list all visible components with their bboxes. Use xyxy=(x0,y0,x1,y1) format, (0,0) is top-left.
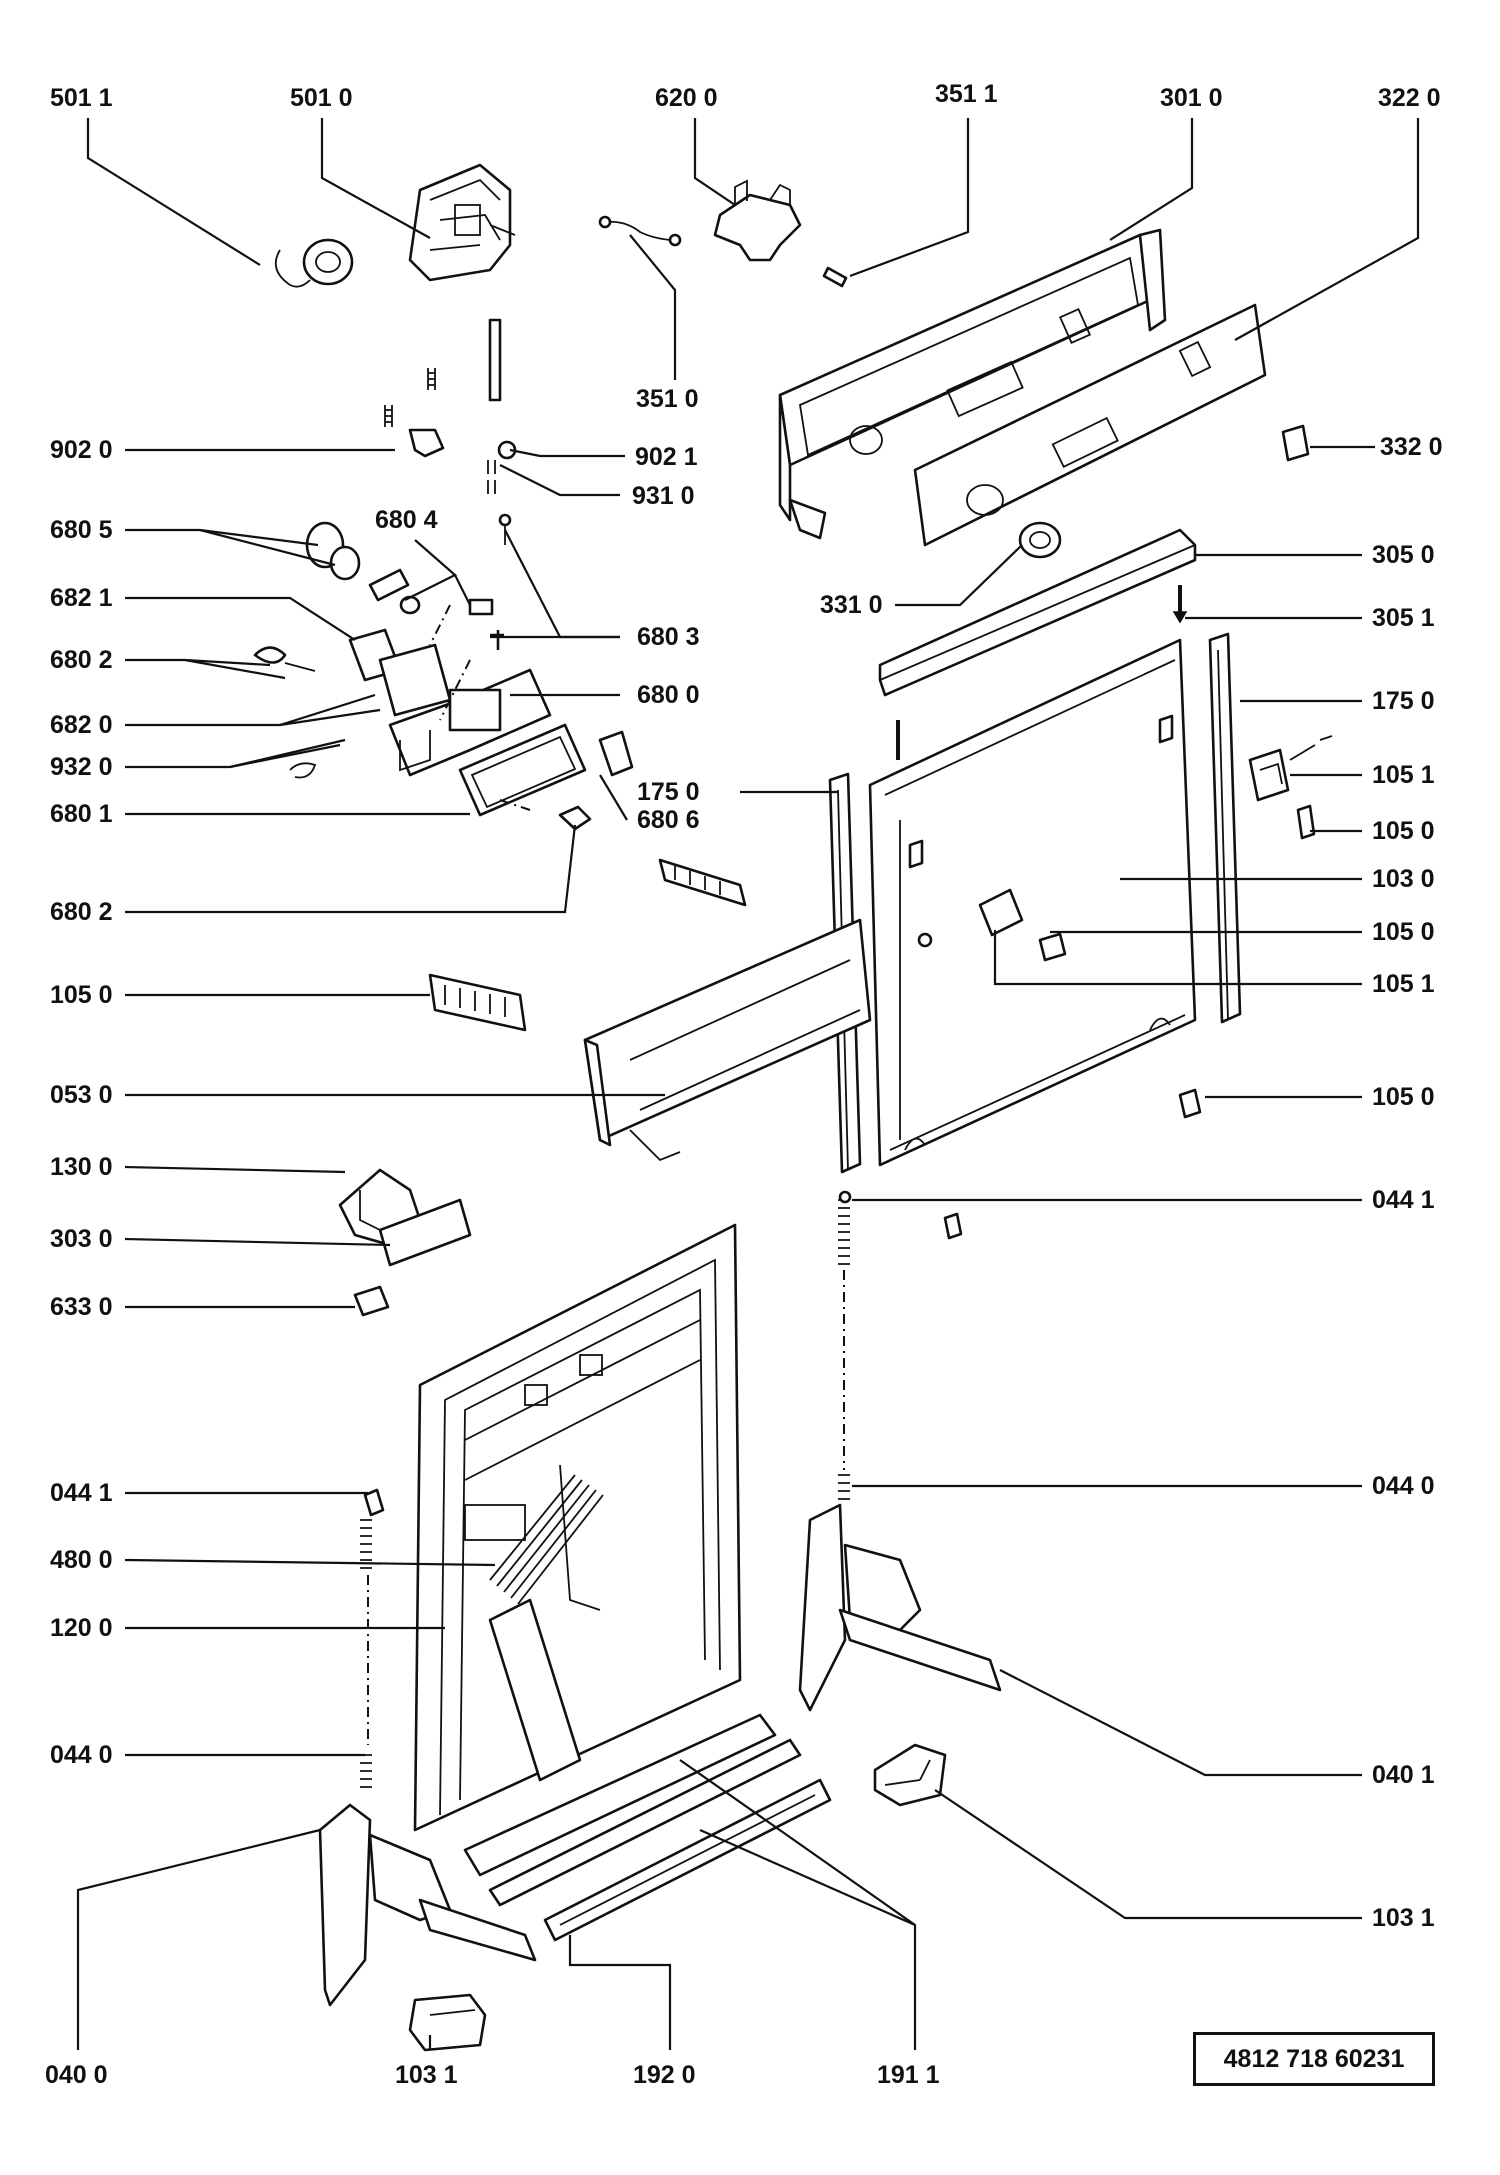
part-105-0-right-low xyxy=(1178,1088,1202,1119)
label-680-5: 680 5 xyxy=(50,516,113,544)
part-322-0 xyxy=(913,303,1267,547)
label-680-2-upper: 680 2 xyxy=(50,646,113,674)
label-931-0: 931 0 xyxy=(632,482,695,510)
label-192-0: 192 0 xyxy=(633,2061,696,2089)
part-331-0 xyxy=(1018,521,1062,559)
part-105-1-right xyxy=(1248,735,1333,802)
part-175-0-right xyxy=(1208,632,1242,1024)
part-044-1-right-spring xyxy=(838,1190,963,1500)
label-932-0: 932 0 xyxy=(50,753,113,781)
part-680-assembly xyxy=(253,521,634,831)
label-105-0-left: 105 0 xyxy=(50,981,113,1009)
part-303-0 xyxy=(378,1198,472,1267)
label-105-1-upper: 105 1 xyxy=(1372,761,1435,789)
part-044-left-springs xyxy=(360,1488,385,1788)
label-351-1: 351 1 xyxy=(935,80,998,108)
part-305-1 xyxy=(896,585,1188,760)
label-501-1: 501 1 xyxy=(50,84,113,112)
label-303-0: 303 0 xyxy=(50,1225,113,1253)
part-620-0 xyxy=(713,179,802,262)
label-175-0-right: 175 0 xyxy=(1372,687,1435,715)
label-053-0: 053 0 xyxy=(50,1081,113,1109)
part-053-0 xyxy=(583,918,872,1162)
label-322-0: 322 0 xyxy=(1378,84,1441,112)
part-351-0 xyxy=(598,215,682,247)
label-680-1: 680 1 xyxy=(50,800,113,828)
label-501-0: 501 0 xyxy=(290,84,353,112)
label-680-6: 680 6 xyxy=(637,806,700,834)
part-103-0 xyxy=(868,638,1197,1167)
label-103-1-right: 103 1 xyxy=(1372,1904,1435,1932)
part-103-1-right xyxy=(873,1743,947,1807)
label-301-0: 301 0 xyxy=(1160,84,1223,112)
label-040-0: 040 0 xyxy=(45,2061,108,2089)
part-351-1 xyxy=(822,266,848,288)
label-620-0: 620 0 xyxy=(655,84,718,112)
document-number-box: 4812 718 60231 xyxy=(1193,2032,1435,2086)
document-number: 4812 718 60231 xyxy=(1223,2044,1405,2073)
label-105-1-lower: 105 1 xyxy=(1372,970,1435,998)
part-192-0 xyxy=(543,1778,832,1942)
part-301-0 xyxy=(778,228,1167,540)
label-105-0-lower-right: 105 0 xyxy=(1372,1083,1435,1111)
part-103-1-left xyxy=(408,1993,487,2052)
label-044-1-right: 044 1 xyxy=(1372,1186,1435,1214)
label-040-1: 040 1 xyxy=(1372,1761,1435,1789)
part-labels: 501 1 501 0 620 0 351 1 301 0 322 0 351 … xyxy=(45,80,1443,2089)
label-175-0-left: 175 0 xyxy=(637,778,700,806)
part-332-0 xyxy=(1281,424,1310,462)
part-105-0-left xyxy=(428,973,527,1032)
part-191-1 xyxy=(463,1713,802,1907)
part-105-0-right xyxy=(1296,804,1316,840)
part-105-0-upper-left xyxy=(658,858,747,907)
label-044-1-left: 044 1 xyxy=(50,1479,113,1507)
part-040-1 xyxy=(798,1503,1002,1712)
part-501-0 xyxy=(408,163,516,282)
label-331-0: 331 0 xyxy=(820,591,883,619)
label-332-0: 332 0 xyxy=(1380,433,1443,461)
part-040-0 xyxy=(318,1803,537,2007)
label-044-0-left: 044 0 xyxy=(50,1741,113,1769)
label-103-1-left: 103 1 xyxy=(395,2061,458,2089)
label-682-0: 682 0 xyxy=(50,711,113,739)
label-680-2-lower: 680 2 xyxy=(50,898,113,926)
part-305-0 xyxy=(878,528,1197,697)
label-480-0: 480 0 xyxy=(50,1546,113,1574)
label-105-0-mid-right: 105 0 xyxy=(1372,918,1435,946)
part-902-springs xyxy=(384,318,517,545)
label-902-0: 902 0 xyxy=(50,436,113,464)
label-633-0: 633 0 xyxy=(50,1293,113,1321)
label-305-1: 305 1 xyxy=(1372,604,1435,632)
label-680-0: 680 0 xyxy=(637,681,700,709)
label-105-0-upper-right: 105 0 xyxy=(1372,817,1435,845)
label-680-4: 680 4 xyxy=(375,506,438,534)
label-680-3: 680 3 xyxy=(637,623,700,651)
part-drawings xyxy=(253,163,1333,2052)
label-120-0: 120 0 xyxy=(50,1614,113,1642)
label-191-1: 191 1 xyxy=(877,2061,940,2089)
label-130-0: 130 0 xyxy=(50,1153,113,1181)
label-103-0: 103 0 xyxy=(1372,865,1435,893)
part-633-0 xyxy=(353,1285,390,1317)
label-044-0-right: 044 0 xyxy=(1372,1472,1435,1500)
part-480-0 xyxy=(488,1474,604,1782)
label-305-0: 305 0 xyxy=(1372,541,1435,569)
label-682-1: 682 1 xyxy=(50,584,113,612)
leader-lines xyxy=(76,118,1420,2050)
label-351-0: 351 0 xyxy=(636,385,699,413)
label-902-1: 902 1 xyxy=(635,443,698,471)
part-501-1 xyxy=(274,238,354,288)
